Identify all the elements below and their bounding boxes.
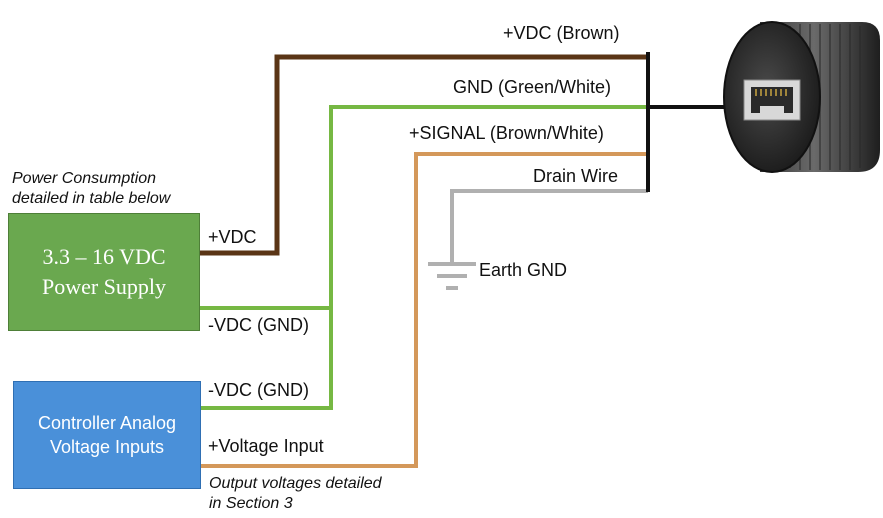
signal-brown-white-label: +SIGNAL (Brown/White)	[409, 123, 604, 143]
controller-minus-terminal-label: -VDC (GND)	[208, 380, 309, 400]
output-voltages-note-line2: in Section 3	[209, 495, 293, 512]
vdc-brown-wire	[199, 54, 648, 256]
power-supply-line1: 3.3 – 16 VDC	[42, 244, 166, 270]
rj45-connector-icon	[743, 79, 801, 121]
signal-tan-wire	[199, 152, 648, 468]
controller-input-terminal-label: +Voltage Input	[208, 436, 324, 456]
output-voltages-note-line1: Output voltages detailed	[209, 475, 382, 492]
power-consumption-note-line1: Power Consumption	[12, 170, 157, 187]
sensor-device	[723, 21, 880, 173]
power-consumption-note-line2: detailed in table below	[12, 190, 171, 207]
drain-gray-wire	[450, 189, 648, 262]
drain-wire-label: Drain Wire	[533, 166, 619, 186]
power-supply-box: 3.3 – 16 VDC Power Supply	[8, 213, 200, 331]
power-supply-line2: Power Supply	[41, 274, 167, 299]
psu-plus-terminal-label: +VDC	[208, 227, 257, 247]
vdc-brown-label: +VDC (Brown)	[503, 23, 620, 43]
controller-line2: Voltage Inputs	[49, 437, 165, 457]
psu-minus-terminal-label: -VDC (GND)	[208, 315, 309, 335]
gnd-green-white-label: GND (Green/White)	[453, 77, 612, 97]
gnd-green-wire-controller	[199, 308, 333, 410]
controller-box: Controller Analog Voltage Inputs	[13, 381, 201, 489]
gnd-green-wire	[199, 105, 648, 310]
controller-line1: Controller Analog	[37, 412, 177, 433]
earth-gnd-label: Earth GND	[479, 260, 568, 280]
earth-ground-icon	[428, 262, 476, 290]
